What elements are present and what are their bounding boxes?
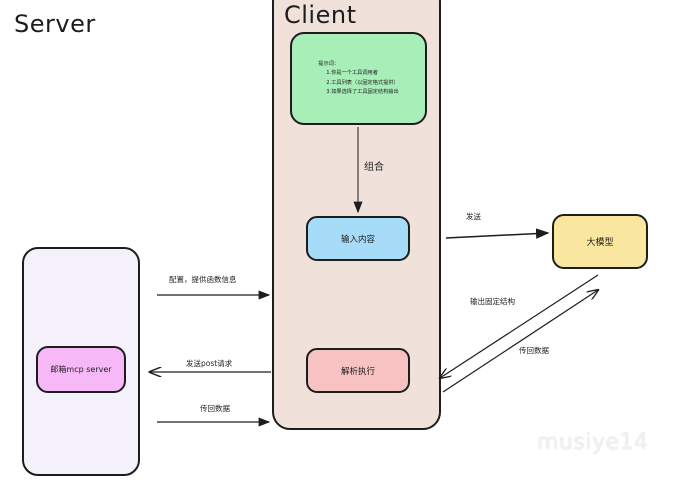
llm-label: 大模型 (586, 238, 614, 248)
watermark: musiye14 (537, 430, 649, 455)
edge-label-return-data-llm: 传回数据 (519, 346, 549, 355)
edge-label-combine: 组合 (364, 162, 384, 173)
input-content-node[interactable]: 输入内容 (306, 216, 410, 261)
edge-label-config: 配置，提供函数信息 (169, 275, 237, 284)
prompt-text: 提示词： 1.你是一个工具调用者 2.工具列表（以固定格式提供） 3.如果选择了… (318, 60, 398, 96)
server-title: Server (14, 10, 96, 38)
prompt-line-3: 3.如果选择了工具固定结构输出 (326, 88, 399, 95)
edge-label-return-data-server: 传回数据 (200, 404, 230, 413)
llm-node[interactable]: 大模型 (552, 214, 648, 269)
edge-label-post-request: 发送post请求 (186, 359, 233, 368)
parse-execute-node[interactable]: 解析执行 (306, 348, 410, 393)
edge-client-to-llm (445, 228, 550, 239)
edge-client-to-llm-return (442, 290, 598, 393)
server-mcp-node[interactable]: 邮箱mcp server (36, 346, 126, 393)
edge-label-output-structure: 输出固定结构 (470, 297, 515, 306)
edge-label-send: 发送 (466, 212, 481, 221)
prompt-node[interactable]: 提示词： 1.你是一个工具调用者 2.工具列表（以固定格式提供） 3.如果选择了… (290, 32, 427, 125)
prompt-heading: 提示词： (318, 61, 340, 68)
client-title: Client (284, 1, 357, 29)
input-content-label: 输入内容 (340, 234, 375, 245)
server-mcp-label: 邮箱mcp server (50, 365, 112, 374)
prompt-line-1: 1.你是一个工具调用者 (326, 70, 378, 77)
edge-llm-to-client-output (440, 274, 599, 378)
prompt-line-2: 2.工具列表（以固定格式提供） (326, 79, 399, 86)
parse-execute-label: 解析执行 (340, 366, 375, 377)
